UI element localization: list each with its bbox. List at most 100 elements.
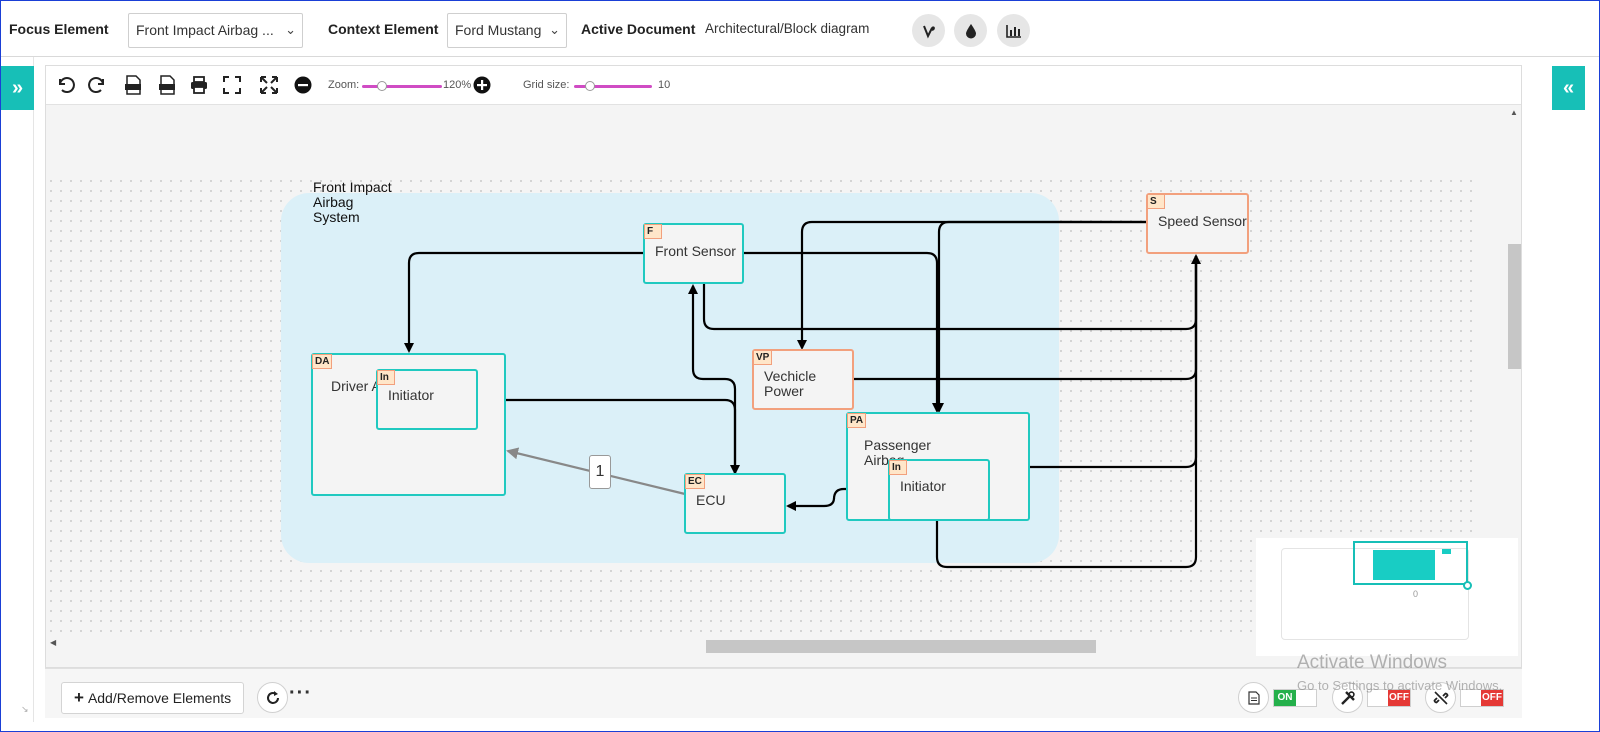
node-ecu[interactable]: EC ECU (684, 473, 786, 534)
active-document-label: Active Document (581, 21, 696, 37)
add-remove-elements-button[interactable]: + Add/Remove Elements (61, 682, 245, 714)
tools-icon (1340, 690, 1355, 705)
refresh-button[interactable] (257, 682, 288, 713)
edge-vp-speed (853, 256, 1198, 381)
zoom-out-button[interactable] (292, 74, 314, 96)
diagram-grid: Front Impact Airbag System (46, 176, 1474, 656)
top-bar: Focus Element Front Impact Airbag ... ⌄ … (1, 1, 1599, 57)
undo-icon (59, 77, 75, 93)
refresh-icon (266, 690, 279, 704)
drop-icon (965, 23, 976, 38)
expand-right-panel-button[interactable]: « (1552, 66, 1585, 110)
toggle-document[interactable]: ON (1273, 689, 1317, 707)
node-speed-sensor[interactable]: S Speed Sensor (1146, 193, 1249, 254)
unlink-icon (1433, 690, 1448, 705)
frame-icon (223, 76, 241, 94)
chevron-down-icon: ⌄ (285, 22, 296, 37)
toggle-state: OFF (1481, 690, 1503, 706)
minimap-viewport[interactable] (1353, 541, 1468, 585)
expand-left-panel-button[interactable]: » (1, 66, 34, 110)
tools-button[interactable] (1332, 682, 1363, 713)
node-label: Vechicle Power (764, 368, 817, 399)
expand-icon (260, 76, 278, 94)
zoom-in-button[interactable] (471, 74, 493, 96)
focus-element-select[interactable]: Front Impact Airbag ... ⌄ (128, 13, 303, 48)
activate-windows-subtitle: Go to Settings to activate Windows. (1297, 678, 1503, 693)
plus-circle-icon (473, 76, 491, 94)
resize-corner-icon: ↘ (21, 704, 29, 714)
edge-ecu-front-sensor (688, 284, 737, 473)
focus-element-label: Focus Element (9, 21, 109, 37)
chart-icon (1005, 24, 1021, 38)
double-chevron-left-icon: « (1562, 76, 1575, 99)
bottom-bar: + Add/Remove Elements ··· ON OFF OFF (45, 668, 1522, 718)
zoom-value: 120% (443, 79, 472, 91)
vine-icon (922, 25, 935, 38)
focus-element-value: Front Impact Airbag ... (136, 22, 274, 38)
edge-passenger-bottom-speed (935, 256, 1198, 569)
png-file-icon (159, 75, 175, 95)
print-button[interactable] (188, 74, 210, 96)
vine-button[interactable] (912, 14, 945, 47)
node-label: Driver A (331, 378, 381, 394)
edge-speed-sensor-passenger (934, 220, 1146, 413)
grid-size-slider[interactable] (574, 81, 652, 91)
node-passenger-initiator[interactable]: In Initiator (888, 459, 990, 521)
node-vehicle-power[interactable]: VP Vechicle Power (752, 349, 854, 410)
redo-button[interactable] (87, 74, 109, 96)
fit-page-button[interactable] (221, 74, 243, 96)
horizontal-scrollbar[interactable] (706, 640, 1096, 653)
node-tag: PA (847, 413, 867, 428)
minimap-resize-handle[interactable] (1463, 581, 1472, 590)
zoom-slider-knob[interactable] (377, 81, 387, 91)
grid-size-slider-knob[interactable] (585, 81, 595, 91)
toggle-state: OFF (1388, 690, 1410, 706)
export-svg-button[interactable] (122, 74, 144, 96)
minimap-value: 0 (1413, 589, 1419, 599)
fullscreen-button[interactable] (258, 74, 280, 96)
left-divider (33, 57, 34, 722)
node-tag: EC (685, 474, 705, 489)
node-label: Initiator (900, 478, 946, 494)
edge-front-sensor-passenger (743, 251, 942, 413)
context-element-value: Ford Mustang (455, 22, 542, 38)
node-label: Front Sensor (655, 243, 736, 259)
scroll-up-icon[interactable]: ▲ (1510, 108, 1518, 117)
minimap[interactable]: 0 (1256, 538, 1518, 656)
toggle-tools[interactable]: OFF (1367, 689, 1411, 707)
toggle-unlink[interactable]: OFF (1460, 689, 1504, 707)
context-element-select[interactable]: Ford Mustang ⌄ (447, 13, 567, 48)
activate-windows-title: Activate Windows (1297, 652, 1447, 673)
minus-circle-icon (294, 76, 312, 94)
edge-label[interactable]: 1 (589, 455, 611, 489)
minimap-small-block (1442, 549, 1451, 554)
zoom-slider[interactable] (362, 81, 442, 91)
node-tag: VP (753, 350, 773, 365)
undo-button[interactable] (54, 74, 76, 96)
drop-button[interactable] (954, 14, 987, 47)
vertical-scrollbar[interactable] (1508, 244, 1521, 369)
more-options-icon[interactable]: ··· (289, 682, 312, 704)
scroll-left-icon[interactable]: ◀ (50, 638, 57, 647)
edge-front-sensor-speed (702, 254, 1201, 331)
node-tag: In (889, 460, 907, 475)
edge-driver-initiator-ecu (476, 398, 740, 475)
node-tag: In (377, 370, 395, 385)
diagram-edges (404, 220, 1201, 569)
node-driver-initiator[interactable]: In Initiator (376, 369, 478, 430)
edge-passenger-initiator-ecu (786, 487, 889, 511)
node-label: Initiator (388, 387, 434, 403)
double-chevron-right-icon: » (11, 76, 24, 99)
chart-button[interactable] (997, 14, 1030, 47)
node-label: Speed Sensor (1158, 213, 1247, 229)
unlink-button[interactable] (1425, 682, 1456, 713)
node-tag: S (1147, 194, 1165, 209)
diagram-toolbar: Zoom: 120% Grid size: 10 (46, 66, 1521, 105)
add-remove-elements-label: Add/Remove Elements (87, 690, 232, 706)
document-button[interactable] (1238, 682, 1269, 713)
edge-speed-sensor-vp (797, 220, 1146, 350)
node-label: ECU (696, 492, 726, 508)
export-png-button[interactable] (156, 74, 178, 96)
node-front-sensor[interactable]: F Front Sensor (643, 223, 744, 284)
node-tag: F (644, 224, 662, 239)
